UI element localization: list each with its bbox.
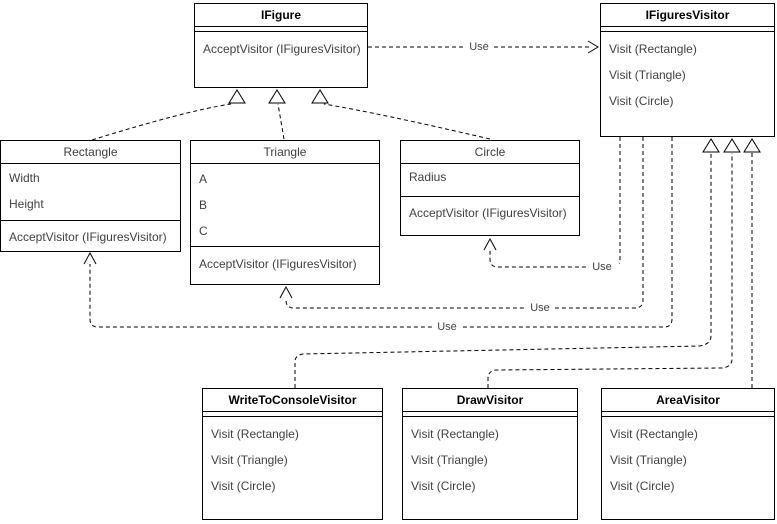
- edge-triangle-implements-ifigure[interactable]: [268, 89, 286, 140]
- method-row: AcceptVisitor (IFiguresVisitor): [203, 42, 361, 56]
- class-title: AreaVisitor: [602, 389, 774, 412]
- use-label: Use: [592, 261, 612, 273]
- edge-ifiguresvisitor-uses-triangle[interactable]: Use: [279, 137, 644, 315]
- edge-ifiguresvisitor-uses-rectangle[interactable]: Use: [83, 137, 673, 334]
- empty-attributes-compartment: [602, 412, 774, 417]
- edge-drawvisitor-implements-ifiguresvisitor[interactable]: [487, 138, 741, 388]
- use-label-bg: [525, 301, 555, 315]
- hollow-triangle-icon: [228, 89, 246, 104]
- method-row: Visit (Rectangle): [411, 427, 499, 441]
- edge-circle-implements-ifigure[interactable]: [311, 89, 491, 140]
- attribute-row: A: [199, 172, 208, 186]
- hollow-triangle-icon: [268, 89, 286, 104]
- hollow-triangle-icon: [702, 138, 720, 153]
- method-row: Visit (Rectangle): [211, 427, 299, 441]
- class-title: Rectangle: [1, 141, 180, 164]
- method-row: Visit (Circle): [411, 479, 476, 493]
- attribute-row: Radius: [409, 170, 447, 184]
- class-box-circle[interactable]: Circle Radius AcceptVisitor (IFiguresVis…: [400, 140, 580, 236]
- method-row: AcceptVisitor (IFiguresVisitor): [409, 206, 567, 220]
- class-box-writetoconsolevisitor[interactable]: WriteToConsoleVisitor Visit (Rectangle) …: [202, 388, 383, 520]
- method-row: Visit (Triangle): [609, 68, 686, 82]
- method-row: Visit (Triangle): [610, 453, 687, 467]
- edge-ifigure-uses-ifiguresvisitor[interactable]: Use: [368, 40, 599, 54]
- method-row: Visit (Circle): [610, 479, 675, 493]
- hollow-triangle-icon: [743, 138, 761, 153]
- attribute-row: B: [199, 198, 208, 212]
- class-box-rectangle[interactable]: Rectangle Width Height AcceptVisitor (IF…: [0, 140, 181, 252]
- method-row: Visit (Circle): [211, 479, 276, 493]
- method-row: AcceptVisitor (IFiguresVisitor): [9, 230, 167, 244]
- class-box-triangle[interactable]: Triangle A B C AcceptVisitor (IFiguresVi…: [190, 140, 380, 285]
- method-row: Visit (Rectangle): [609, 42, 697, 56]
- class-box-ifigure[interactable]: IFigure AcceptVisitor (IFiguresVisitor): [194, 3, 368, 88]
- attribute-row: C: [199, 224, 208, 238]
- class-title: DrawVisitor: [403, 389, 577, 412]
- method-row: AcceptVisitor (IFiguresVisitor): [199, 257, 357, 271]
- attribute-row: Width: [9, 171, 40, 185]
- use-label: Use: [437, 321, 457, 333]
- class-box-drawvisitor[interactable]: DrawVisitor Visit (Rectangle) Visit (Tri…: [402, 388, 578, 520]
- method-row: Visit (Triangle): [211, 453, 288, 467]
- class-title: Triangle: [191, 141, 379, 164]
- empty-attributes-compartment: [403, 412, 577, 417]
- use-label-bg: [589, 260, 619, 274]
- use-label-bg: [432, 320, 462, 334]
- class-box-ifiguresvisitor[interactable]: IFiguresVisitor Visit (Rectangle) Visit …: [600, 3, 775, 137]
- method-row: Visit (Triangle): [411, 453, 488, 467]
- class-title: Circle: [401, 141, 579, 164]
- use-label: Use: [530, 302, 550, 314]
- method-row: Visit (Rectangle): [610, 427, 698, 441]
- edge-areavisitor-implements-ifiguresvisitor[interactable]: [743, 138, 761, 388]
- hollow-triangle-icon: [723, 138, 741, 153]
- class-title: WriteToConsoleVisitor: [203, 389, 382, 412]
- class-title: IFiguresVisitor: [601, 4, 774, 27]
- edge-ifiguresvisitor-uses-circle[interactable]: Use: [483, 137, 621, 274]
- class-box-areavisitor[interactable]: AreaVisitor Visit (Rectangle) Visit (Tri…: [601, 388, 775, 520]
- empty-attributes-compartment: [601, 27, 774, 32]
- empty-attributes-compartment: [203, 412, 382, 417]
- use-label: Use: [469, 41, 489, 53]
- method-row: Visit (Circle): [609, 94, 674, 108]
- hollow-triangle-icon: [311, 89, 329, 104]
- class-title: IFigure: [195, 4, 367, 27]
- edge-rectangle-implements-ifigure[interactable]: [91, 89, 246, 141]
- attribute-row: Height: [9, 197, 44, 211]
- empty-attributes-compartment: [195, 27, 367, 32]
- edge-writetoconsolevisitor-implements-ifiguresvisitor[interactable]: [294, 138, 720, 388]
- use-label-bg: [464, 40, 494, 54]
